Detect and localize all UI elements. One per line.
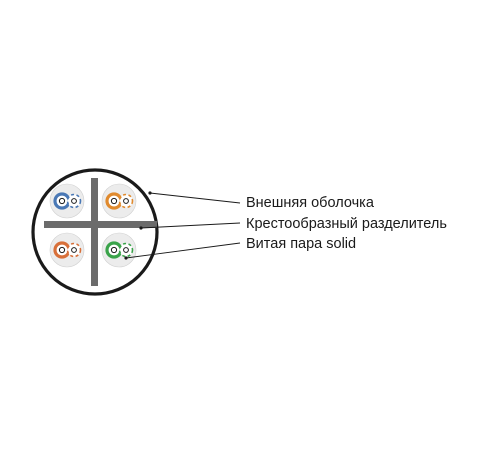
leader-line-twisted-pair: [125, 242, 241, 259]
conductor-core: [71, 247, 77, 253]
twisted-pair-bottom-left: [49, 232, 85, 268]
callout-label-cross-separator: Крестообразный разделитель: [246, 216, 447, 232]
leader-dot-twisted-pair: [124, 256, 128, 260]
leader-dot-cross-separator: [139, 226, 143, 230]
leader-lines: [124, 191, 241, 260]
cross-separator-horizontal: [44, 221, 157, 228]
conductor-core: [123, 198, 129, 204]
leader-line-cross-separator: [140, 222, 241, 229]
leader-line-outer-jacket: [149, 192, 241, 204]
conductor-core: [110, 197, 118, 205]
twisted-pair-top-right: [101, 183, 137, 219]
callout-label-twisted-pair: Витая пара solid: [246, 236, 357, 252]
leader-dot-outer-jacket: [148, 191, 152, 195]
callout-label-outer-jacket: Внешняя оболочка: [246, 195, 374, 211]
conductor-core: [58, 197, 66, 205]
twisted-pair-top-left: [49, 183, 85, 219]
cross-separator: [44, 178, 157, 286]
conductor-core: [58, 246, 66, 254]
twisted-pair-bottom-right: [101, 232, 137, 268]
conductor-core: [71, 198, 77, 204]
cross-separator-vertical: [91, 178, 98, 286]
conductor-core: [110, 246, 118, 254]
conductor-core: [123, 247, 129, 253]
